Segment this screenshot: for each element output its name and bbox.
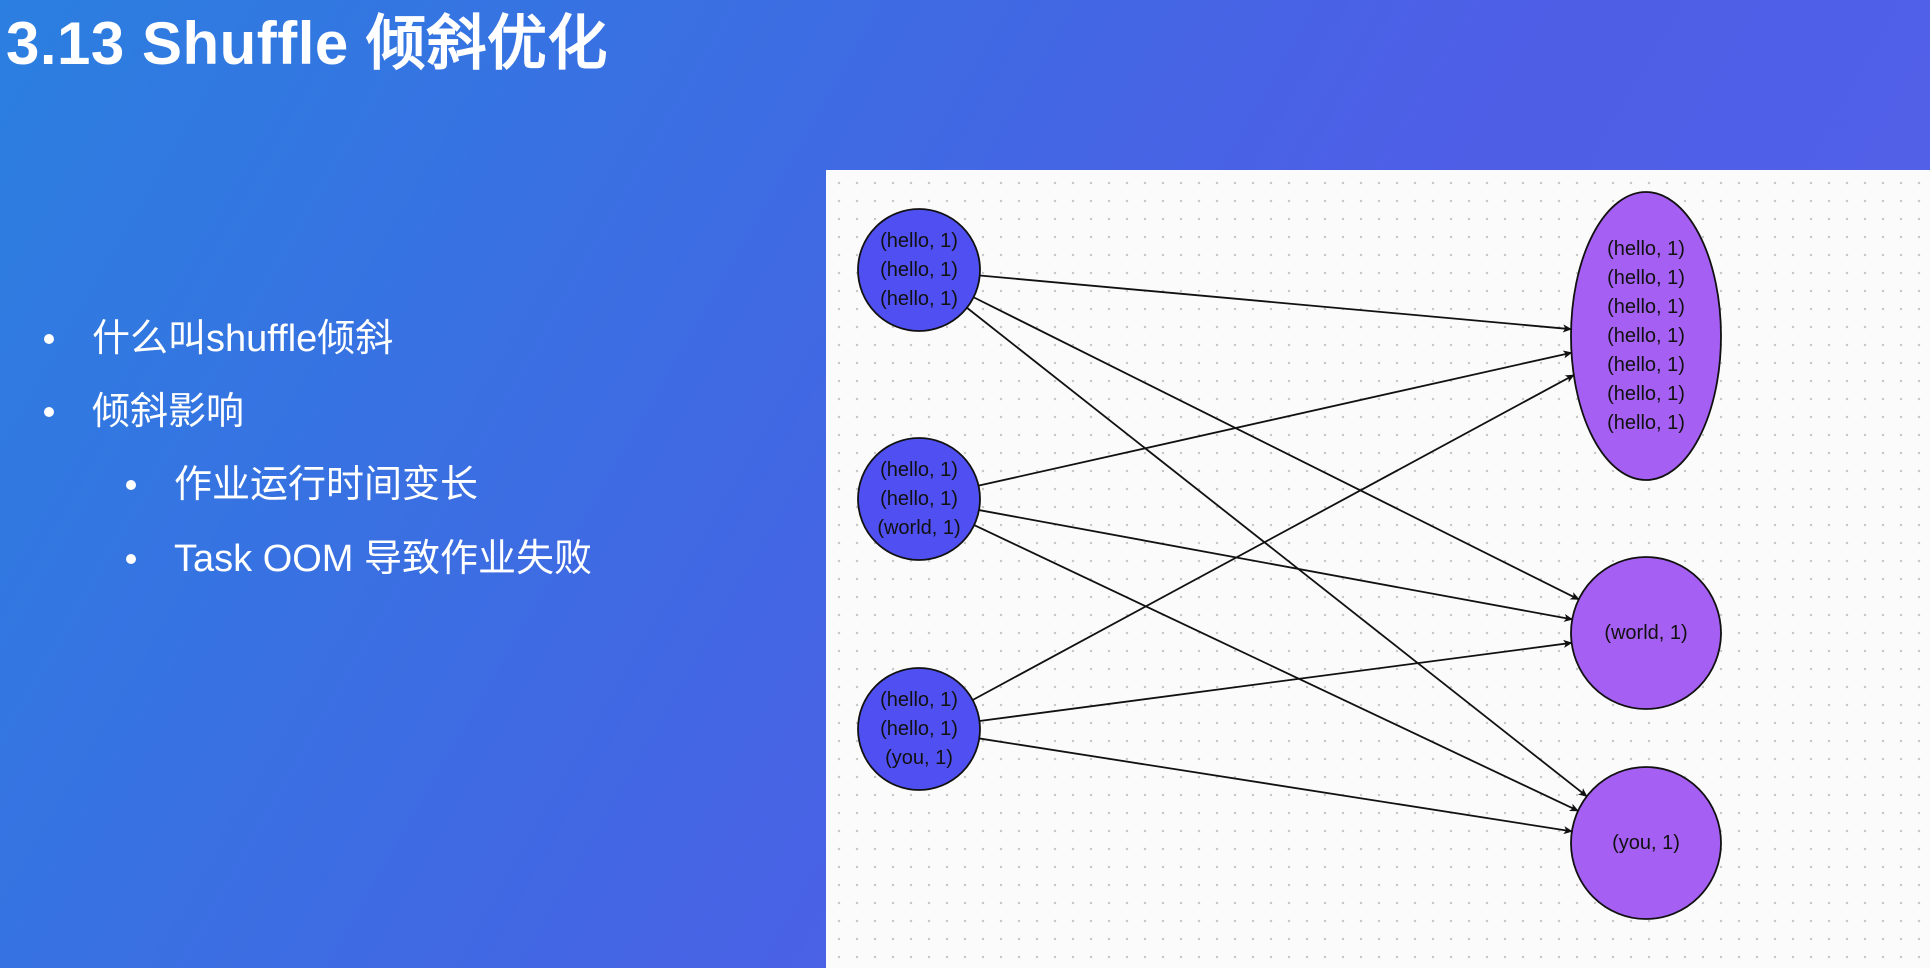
source-node-label: (hello, 1)	[880, 718, 958, 740]
arrow-src1-to-tgt3	[966, 307, 1588, 798]
bullet-text: 作业运行时间变长	[174, 464, 479, 506]
target-node-2: (world, 1)	[1570, 556, 1722, 710]
target-node-shape	[1570, 556, 1722, 710]
source-node-label: (hello, 1)	[880, 689, 958, 711]
source-node-label: (you, 1)	[885, 747, 953, 769]
target-node-label: (hello, 1)	[1607, 383, 1685, 405]
source-node-shape	[857, 667, 981, 791]
source-node-shape	[857, 208, 981, 332]
arrow-src1-to-tgt1	[979, 274, 1572, 333]
shuffle-diagram: (hello, 1)(hello, 1)(hello, 1)(hello, 1)…	[857, 191, 1722, 920]
sub-bullet-item: 作业运行时间变长	[126, 460, 478, 510]
edges-layer	[966, 274, 1588, 835]
target-node-3: (you, 1)	[1570, 766, 1722, 920]
source-node-label: (hello, 1)	[880, 230, 958, 252]
arrow-src2-to-tgt3	[973, 524, 1579, 812]
target-node-label: (hello, 1)	[1607, 354, 1685, 376]
target-node-label: (hello, 1)	[1607, 296, 1685, 318]
sub-bullet-item: Task OOM 导致作业失败	[126, 534, 592, 584]
source-node-shape	[857, 437, 981, 561]
nodes-layer: (hello, 1)(hello, 1)(hello, 1)(hello, 1)…	[857, 191, 1722, 920]
bullet-dot	[126, 554, 136, 564]
target-node-label: (world, 1)	[1604, 622, 1687, 644]
arrow-src3-to-tgt2	[979, 639, 1573, 722]
shuffle-diagram-canvas: (hello, 1)(hello, 1)(hello, 1)(hello, 1)…	[826, 170, 1930, 968]
bullet-dot	[44, 334, 54, 344]
target-node-label: (hello, 1)	[1607, 238, 1685, 260]
arrow-src3-to-tgt3	[979, 737, 1573, 835]
source-node-1: (hello, 1) (hello, 1) (hello, 1)	[857, 208, 981, 332]
bullet-text: Task OOM 导致作业失败	[174, 538, 593, 580]
slide-title: 3.13 Shuffle 倾斜优化	[6, 10, 608, 77]
target-node-label: (you, 1)	[1612, 832, 1680, 854]
arrow-src1-to-tgt2	[973, 296, 1580, 601]
target-node-label: (hello, 1)	[1607, 412, 1685, 434]
bullet-text: 什么叫shuffle倾斜	[92, 318, 394, 360]
target-node-label: (hello, 1)	[1607, 267, 1685, 289]
bullet-item: 什么叫shuffle倾斜	[44, 314, 393, 364]
source-node-label: (hello, 1)	[880, 488, 958, 510]
arrow-src2-to-tgt2	[978, 509, 1574, 622]
source-node-label: (hello, 1)	[880, 459, 958, 481]
bullet-text: 倾斜影响	[92, 391, 245, 433]
arrow-src2-to-tgt1	[978, 350, 1573, 487]
source-node-2: (hello, 1) (hello, 1) (world, 1)	[857, 437, 981, 561]
bullet-dot	[44, 407, 54, 417]
target-node-shape	[1570, 191, 1722, 481]
target-node-shape	[1570, 766, 1722, 920]
bullet-dot	[126, 480, 136, 490]
bullet-item: 倾斜影响	[44, 387, 244, 437]
source-node-label: (hello, 1)	[880, 259, 958, 281]
source-node-label: (world, 1)	[877, 517, 960, 539]
source-node-3: (hello, 1) (hello, 1) (you, 1)	[857, 667, 981, 791]
target-node-1: (hello, 1) (hello, 1) (hello, 1) (hello, 1)…	[1570, 191, 1722, 481]
target-node-label: (hello, 1)	[1607, 325, 1685, 347]
bullet-list: 什么叫shuffle倾斜 倾斜影响 作业运行时间变长 Task OOM 导致作业…	[0, 0, 820, 968]
arrow-src3-to-tgt1	[972, 374, 1575, 701]
source-node-label: (hello, 1)	[880, 288, 958, 310]
